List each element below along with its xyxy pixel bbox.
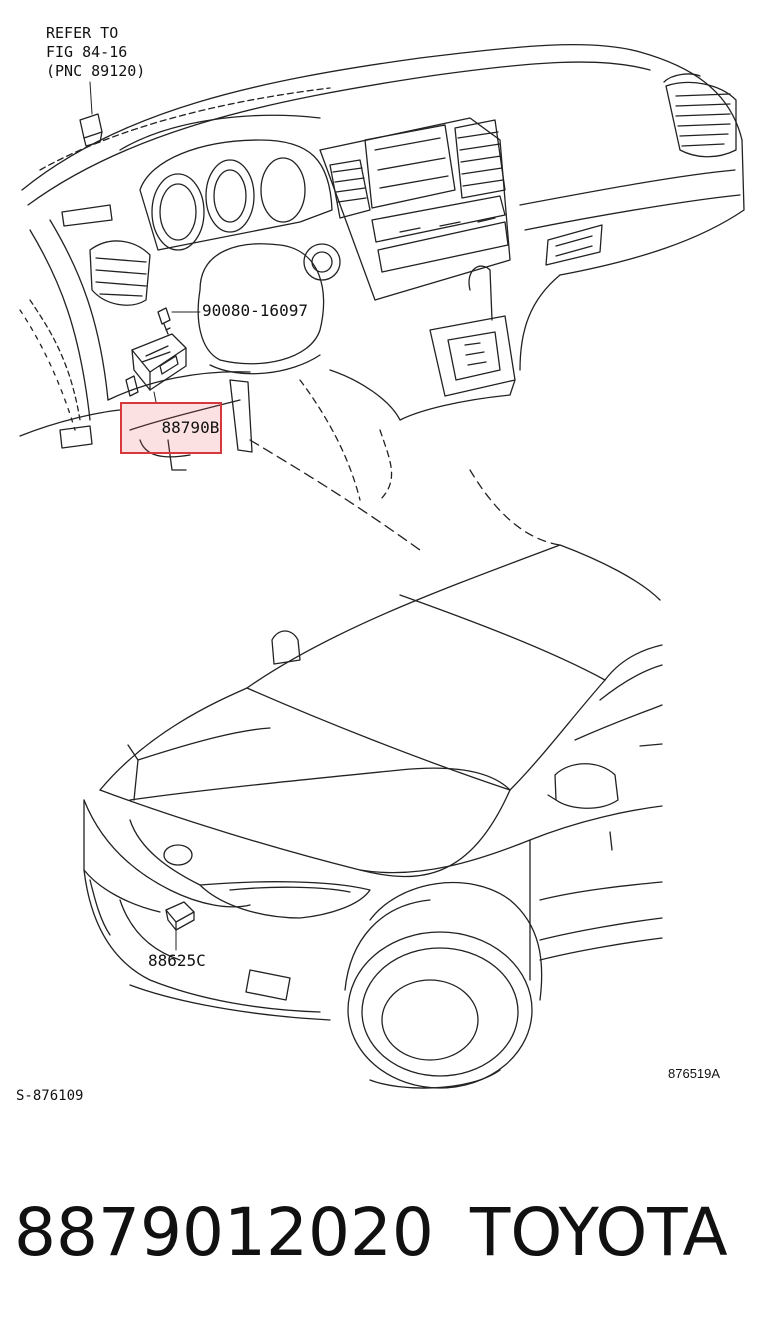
dashboard-drawing <box>19 43 745 551</box>
callout-front-sensor: 88625C <box>148 951 206 970</box>
sheet-code: S-876109 <box>16 1088 84 1104</box>
refer-note-line1: REFER TO <box>46 24 119 42</box>
parts-diagram: REFER TO FIG 84-16 (PNC 89120) 90080-160… <box>16 24 745 1104</box>
part-number-caption: 8879012020 <box>14 1194 434 1271</box>
line-drawing <box>19 43 745 1089</box>
vehicle-drawing <box>83 469 663 1089</box>
callout-sensor-module: 88790B <box>120 402 223 454</box>
brand-caption: TOYOTA <box>470 1194 728 1271</box>
callout-bolt: 90080-16097 <box>202 301 308 320</box>
callout-sensor-module-label: 88790B <box>161 418 220 437</box>
refer-note-line2: FIG 84-16 <box>46 43 128 61</box>
figure-code: 876519A <box>668 1066 721 1081</box>
refer-note-line3: (PNC 89120) <box>46 62 146 80</box>
refer-note: REFER TO FIG 84-16 (PNC 89120) <box>46 24 145 81</box>
